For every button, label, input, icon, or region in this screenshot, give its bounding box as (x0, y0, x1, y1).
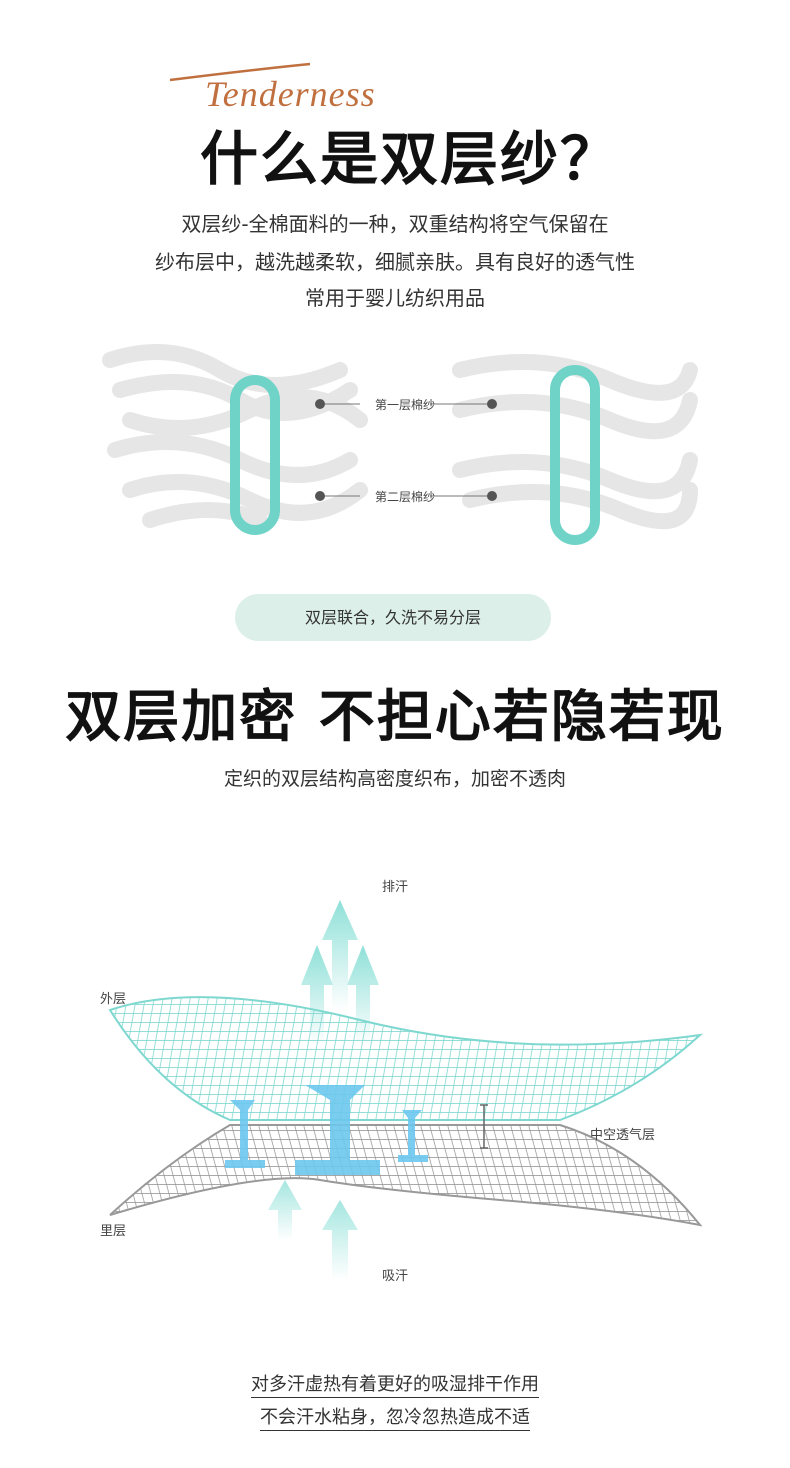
feature-pill: 双层联合，久洗不易分层 (235, 594, 551, 641)
section-subtitle: 定织的双层结构高密度织布，加密不透肉 (223, 768, 566, 790)
footer-text: 对多汗虚热有着更好的吸湿排干作用 (251, 1374, 539, 1398)
yarn-structure-illustration (102, 344, 698, 545)
tenderness-script-word: Tenderness (205, 74, 376, 114)
intro-line: 常用于婴儿纺织用品 (305, 286, 485, 310)
footer-text: 不会汗水粘身，忽冷忽热造成不适 (260, 1407, 530, 1431)
outer-layer-label: 外层 (100, 992, 127, 1007)
hollow-layer-label: 中空透气层 (590, 1128, 656, 1143)
page-title: 什么是双层纱？ (199, 125, 620, 193)
first-layer-label: 第一层棉纱 (374, 398, 435, 412)
inner-layer-label: 里层 (100, 1224, 127, 1239)
intro-line: 双层纱-全棉面料的一种，双重结构将空气保留在 (181, 212, 609, 236)
tenderness-flourish (169, 62, 311, 82)
section-title: 双层加密 不担心若隐若现 (65, 684, 725, 750)
footer-line: 不会汗水粘身，忽冷忽热造成不适 (0, 1403, 790, 1431)
mesh-layer-diagram (108, 900, 704, 1280)
sweat-out-label: 排汗 (381, 880, 408, 895)
up-arrows-bottom-icon (268, 1180, 358, 1280)
up-arrows-icon (301, 900, 379, 1045)
sweat-absorb-label: 吸汗 (381, 1269, 408, 1284)
intro-line: 纱布层中，越洗越柔软，细腻亲肤。具有良好的透气性 (155, 250, 635, 274)
second-layer-label: 第二层棉纱 (374, 490, 435, 504)
footer-line: 对多汗虚热有着更好的吸湿排干作用 (0, 1370, 790, 1398)
